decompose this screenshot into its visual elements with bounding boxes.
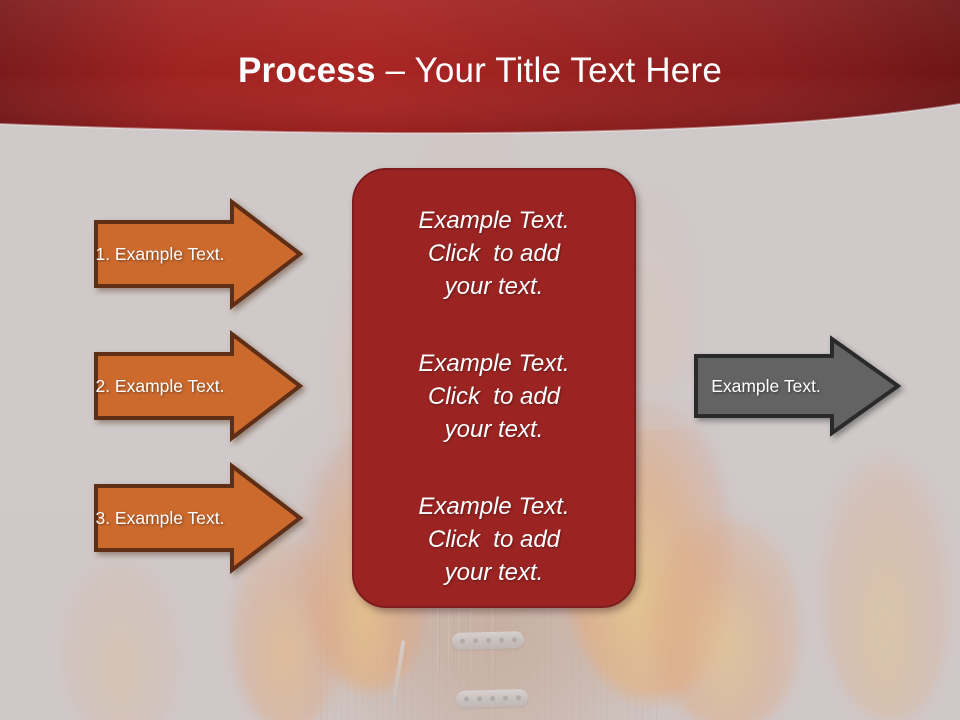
process-step-arrow-2[interactable]: 2. Example Text. (92, 329, 304, 443)
center-box-paragraph-1: Example Text. Click to add your text. (418, 207, 570, 300)
process-step-arrow-1[interactable]: 1. Example Text. (92, 197, 304, 311)
center-content-box-text: Example Text. Click to add your text. Ex… (354, 204, 634, 589)
page-title-rest: – Your Title Text Here (375, 51, 722, 90)
process-step-arrow-3-label: 3. Example Text. (95, 508, 225, 528)
page-title-bold: Process (238, 51, 376, 90)
center-box-paragraph-2: Example Text. Click to add your text. (418, 350, 570, 443)
title-banner: Process – Your Title Text Here (0, 0, 960, 140)
page-title: Process – Your Title Text Here (0, 50, 960, 92)
process-output-arrow[interactable]: Example Text. (692, 335, 904, 437)
center-content-box[interactable]: Example Text. Click to add your text. Ex… (352, 168, 636, 608)
process-step-arrow-3[interactable]: 3. Example Text. (92, 461, 304, 575)
process-step-arrow-2-label: 2. Example Text. (95, 376, 225, 396)
process-output-arrow-label: Example Text. (711, 376, 821, 396)
process-step-arrow-1-label: 1. Example Text. (95, 244, 225, 264)
center-box-paragraph-3: Example Text. Click to add your text. (418, 493, 570, 586)
